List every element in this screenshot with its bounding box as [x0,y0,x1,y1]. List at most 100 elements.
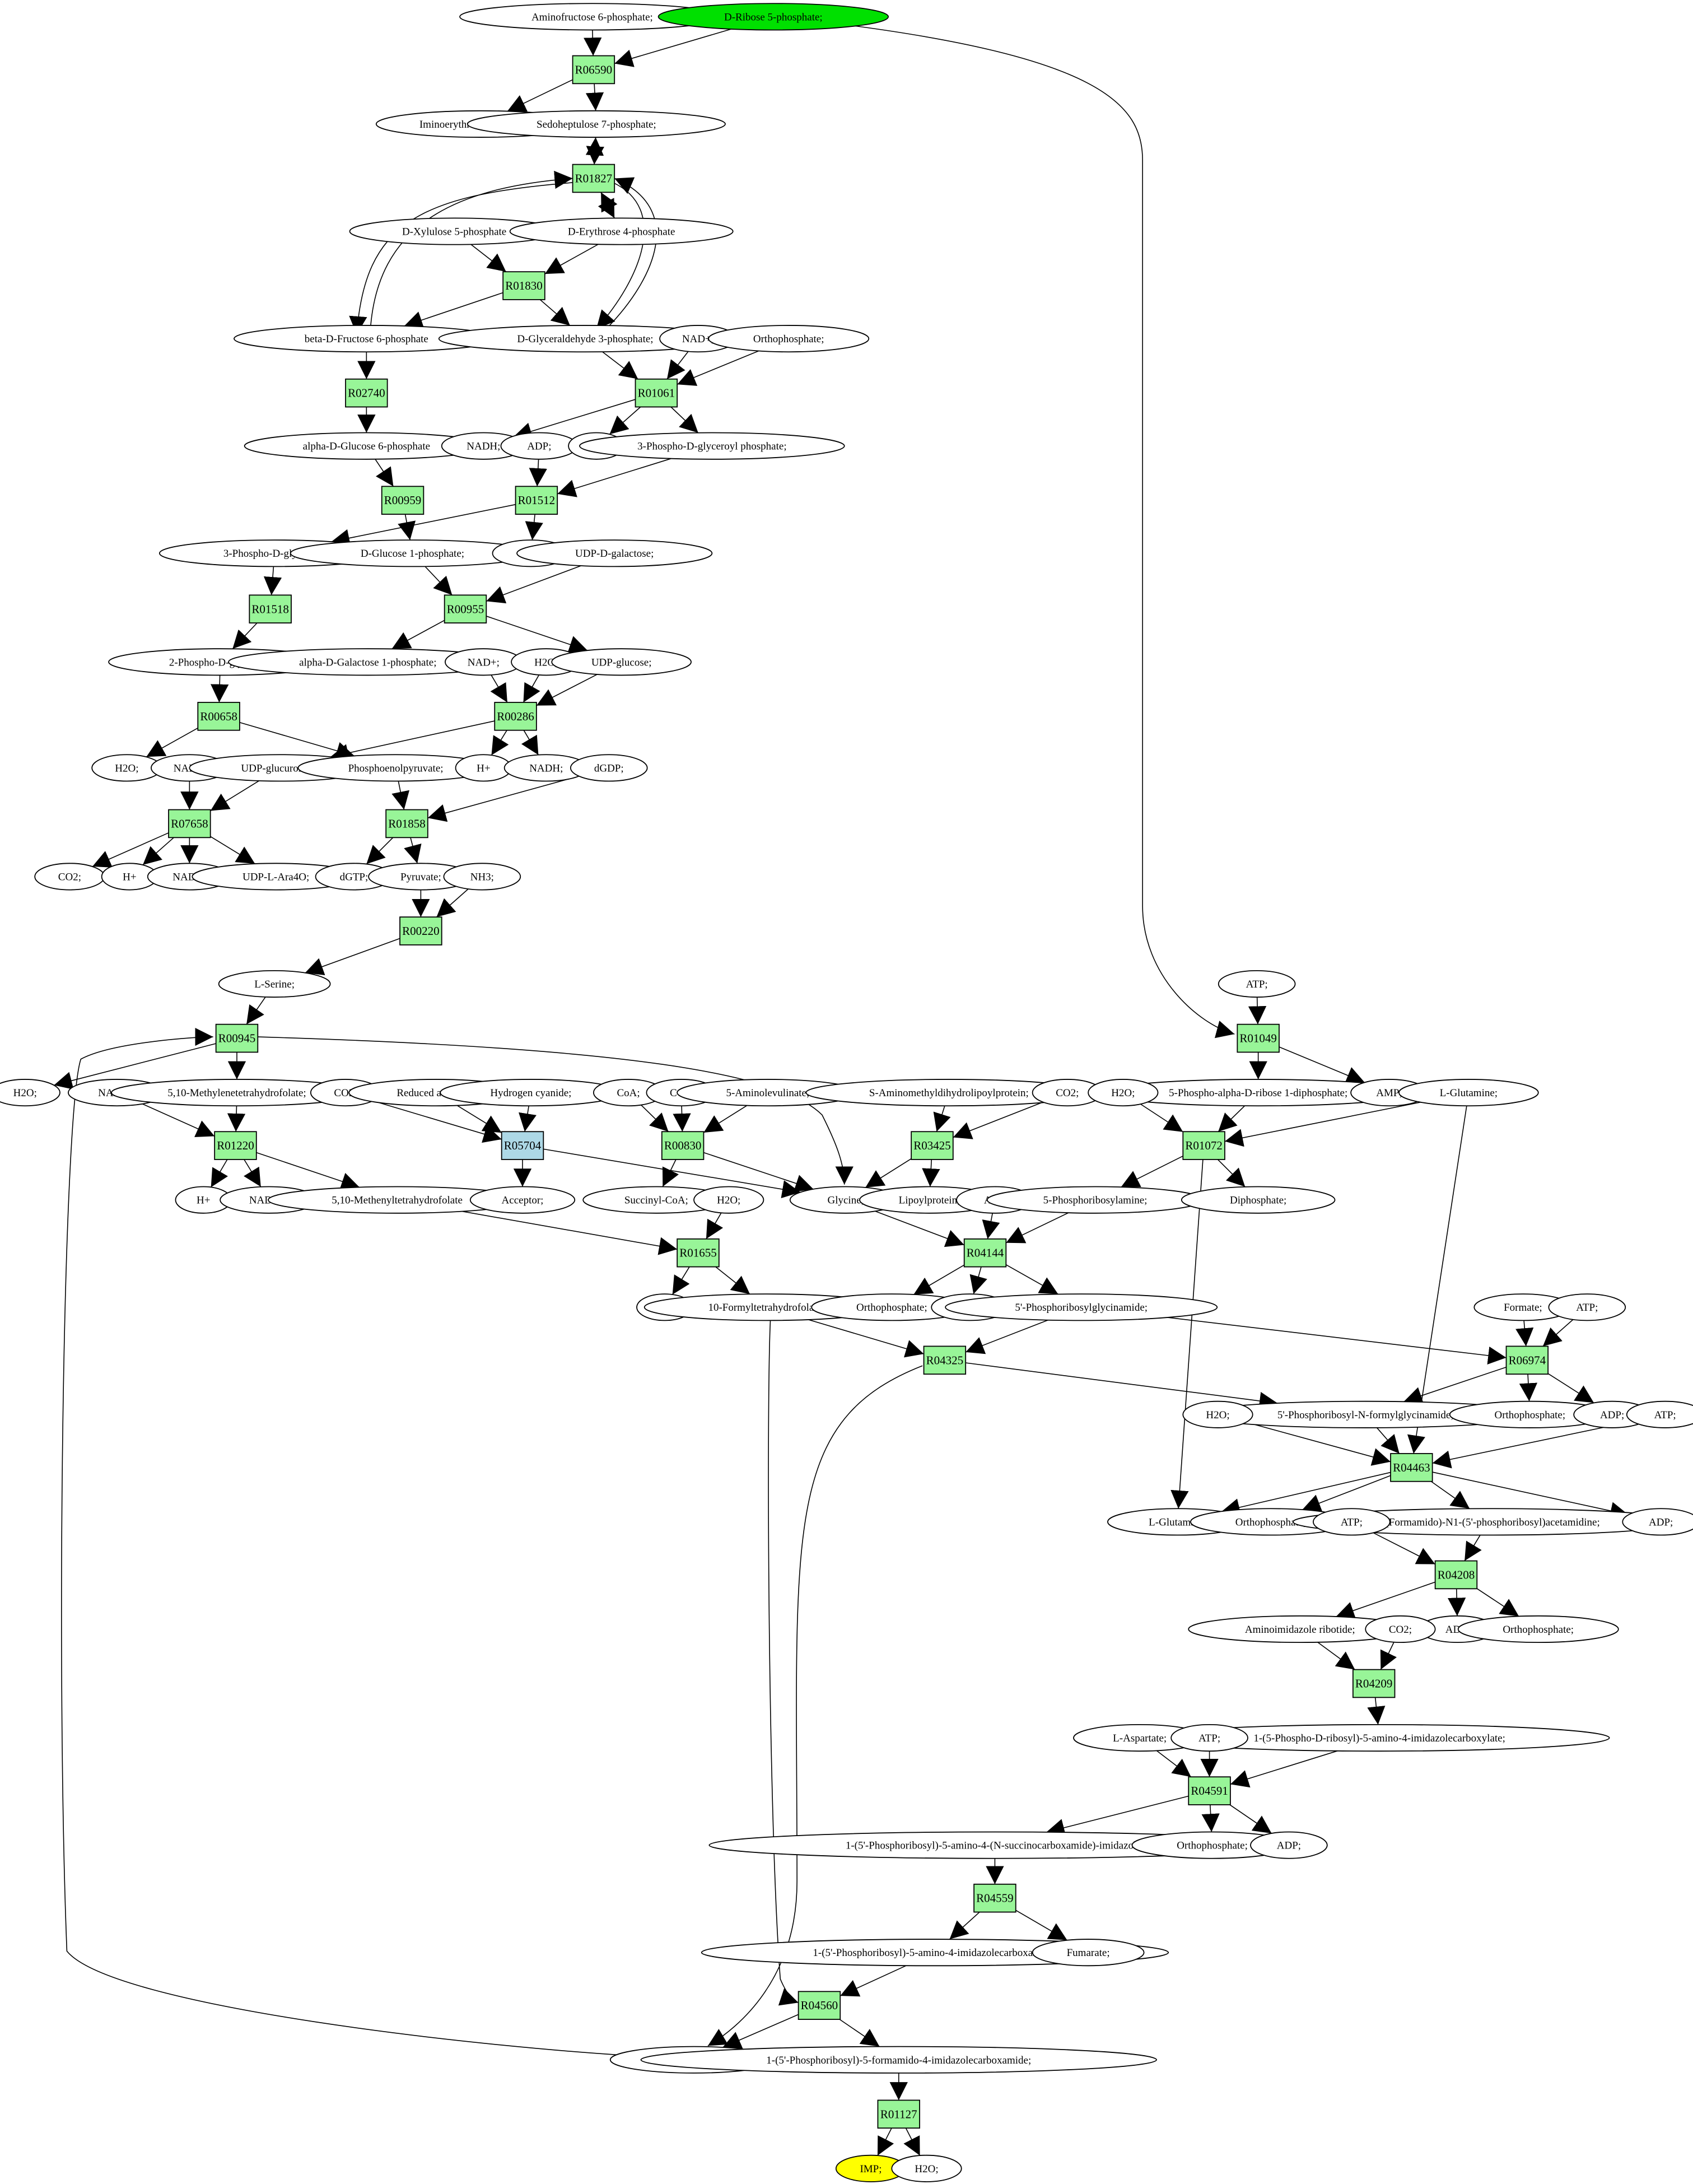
metabolite-node-m55[interactable]: L-Glutamine; [1398,1079,1539,1107]
reaction-node-r23[interactable]: R04144 [963,1238,1007,1268]
reaction-node-r15[interactable]: R00945 [215,1023,259,1053]
metabolite-node-m77[interactable]: H2O; [1182,1400,1253,1428]
metabolite-node-m47[interactable]: CoA; [593,1079,664,1107]
reaction-node-r6[interactable]: R00959 [381,486,425,515]
metabolite-node-m78[interactable]: ATP; [1626,1400,1693,1428]
reaction-node-r25[interactable]: R06974 [1505,1345,1549,1375]
metabolite-node-m66[interactable]: Diphosphate; [1181,1186,1336,1214]
metabolite-node-m15[interactable]: 3-Phospho-D-glyceroyl phosphate; [579,432,845,460]
metabolite-node-m36[interactable]: dGTP; [315,863,393,891]
metabolite-label: Orthophosphate; [753,333,824,345]
reaction-node-r5[interactable]: R01061 [635,378,678,408]
reaction-node-r1[interactable]: R06590 [572,55,615,85]
reaction-node-r18[interactable]: R05704 [501,1131,544,1160]
metabolite-node-m61[interactable]: H2O; [693,1186,764,1214]
reaction-node-r2[interactable]: R01827 [572,164,615,193]
reaction-node-r24[interactable]: R04325 [923,1345,967,1375]
reaction-node-r19[interactable]: R00830 [661,1131,705,1160]
metabolite-node-m89[interactable]: L-Aspartate; [1073,1724,1207,1752]
reaction-node-r27[interactable]: R04208 [1434,1560,1478,1590]
metabolite-label: D-Erythrose 4-phosphate [568,226,675,238]
metabolite-node-m82[interactable]: ADP; [1622,1508,1693,1536]
metabolite-node-m40[interactable]: ATP; [1218,970,1296,998]
reaction-node-r17[interactable]: R01220 [214,1131,257,1160]
metabolite-node-m81[interactable]: 2-(Formamido)-N1-(5'-phosphoribosyl)acet… [1292,1508,1684,1536]
metabolite-label: 2-(Formamido)-N1-(5'-phosphoribosyl)acet… [1377,1516,1600,1528]
edge-r17-to-m56 [211,1159,227,1188]
reaction-node-r11[interactable]: R00286 [494,702,537,731]
metabolite-node-m35[interactable]: UDP-L-Ara4O; [192,863,360,891]
metabolite-node-m84[interactable]: Aminoimidazole ribotide; [1188,1615,1412,1643]
metabolite-node-m46[interactable]: Hydrogen cyanide; [440,1079,622,1107]
metabolite-node-m19[interactable]: UDP-D-galactose; [516,539,713,567]
metabolite-node-m69[interactable]: Orthophosphate; [811,1293,973,1321]
metabolite-node-m52[interactable]: 5-Phospho-alpha-D-ribose 1-diphosphate; [1100,1079,1416,1107]
reaction-node-r7[interactable]: R01512 [515,486,558,515]
metabolite-node-m17[interactable]: D-Glucose 1-phosphate; [290,539,535,567]
reaction-node-r16[interactable]: R01049 [1237,1023,1280,1053]
metabolite-node-m13[interactable]: ADP; [500,432,579,460]
metabolite-node-m90[interactable]: ATP; [1170,1724,1248,1752]
reaction-node-r26[interactable]: R04463 [1390,1453,1433,1482]
metabolite-node-m71[interactable]: 5'-Phosphoribosylglycinamide; [945,1293,1218,1321]
reaction-node-r28[interactable]: R04209 [1352,1669,1396,1698]
metabolite-node-m86[interactable]: Orthophosphate; [1457,1615,1619,1643]
metabolite-node-m9[interactable]: NAD+; [659,325,737,353]
metabolite-node-m37[interactable]: Pyruvate; [368,863,474,891]
reaction-node-r10[interactable]: R00658 [197,702,240,731]
edge-r26-to-m79 [1221,1473,1391,1516]
metabolite-node-m30[interactable]: NADH; [503,754,589,782]
metabolite-node-m50[interactable]: S-Aminomethyldihydrolipoylprotein; [805,1079,1093,1107]
reaction-node-r22[interactable]: R01655 [677,1238,720,1268]
reaction-node-r31[interactable]: R04560 [797,1991,841,2020]
metabolite-node-m54[interactable]: H2O; [1088,1079,1159,1107]
reaction-node-r13[interactable]: R01858 [385,809,428,839]
reaction-node-r20[interactable]: R03425 [911,1131,954,1160]
reaction-node-r3[interactable]: R01830 [502,271,545,300]
metabolite-node-m93[interactable]: ADP; [1250,1831,1328,1859]
reaction-node-r12[interactable]: R07658 [168,809,211,839]
metabolite-node-m24[interactable]: UDP-glucose; [551,648,692,676]
metabolite-node-m99[interactable]: H2O; [891,2154,962,2182]
metabolite-node-m41[interactable]: H2O; [0,1079,60,1107]
metabolite-node-m73[interactable]: ATP; [1548,1293,1626,1321]
metabolite-node-m97[interactable]: 1-(5'-Phosphoribosyl)-5-formamido-4-imid… [640,2046,1157,2074]
metabolite-node-m21[interactable]: alpha-D-Galactose 1-phosphate; [228,648,508,676]
metabolite-node-m6[interactable]: D-Erythrose 4-phosphate [509,217,734,245]
metabolite-node-m31[interactable]: dGDP; [570,754,648,782]
metabolite-node-m2[interactable]: D-Ribose 5-phosphate; [657,3,889,31]
metabolite-node-m59[interactable]: Acceptor; [469,1186,576,1214]
metabolite-node-m39[interactable]: L-Serine; [218,970,331,998]
metabolite-node-m92[interactable]: Orthophosphate; [1131,1831,1293,1859]
reaction-node-r29[interactable]: R04591 [1188,1776,1231,1805]
edge-m28-to-r13 [391,781,410,810]
metabolite-node-m65[interactable]: 5-Phosphoribosylamine; [986,1186,1204,1214]
metabolite-node-m43[interactable]: 5,10-Methylenetetrahydrofolate; [111,1079,363,1107]
metabolite-node-m74[interactable]: 5'-Phosphoribosyl-N-formylglycinamide; [1194,1400,1537,1428]
metabolite-node-m4[interactable]: Sedoheptulose 7-phosphate; [467,110,726,138]
metabolite-node-m38[interactable]: NH3; [443,863,521,891]
reaction-node-r14[interactable]: R00220 [399,916,442,946]
metabolite-node-m32[interactable]: CO2; [34,863,105,891]
reaction-node-r30[interactable]: R04559 [973,1883,1016,1913]
metabolite-label: 1-(5-Phospho-D-ribosyl)-5-amino-4-imidaz… [1253,1733,1505,1744]
metabolite-node-m83[interactable]: ATP; [1313,1508,1391,1536]
metabolite-node-m11[interactable]: alpha-D-Glucose 6-phosphate [244,432,489,460]
metabolite-node-m8[interactable]: D-Glyceraldehyde 3-phosphate; [438,325,733,353]
metabolite-node-m75[interactable]: Orthophosphate; [1449,1400,1611,1428]
edge-r15-to-m41 [54,1044,216,1090]
metabolite-node-m10[interactable]: Orthophosphate; [708,325,870,353]
metabolite-node-m22[interactable]: NAD+; [445,648,523,676]
reaction-node-r32[interactable]: R01127 [877,2099,920,2129]
metabolite-label: ADP; [1600,1409,1624,1421]
reaction-node-r4[interactable]: R02740 [345,378,388,408]
reaction-node-r21[interactable]: R01072 [1182,1131,1225,1160]
reaction-node-r8[interactable]: R01518 [249,594,292,624]
metabolite-node-m95[interactable]: Fumarate; [1032,1939,1145,1967]
metabolite-node-m98[interactable]: IMP; [835,2154,907,2182]
reaction-node-r9[interactable]: R00955 [444,594,487,624]
metabolite-node-m29[interactable]: H+ [455,754,512,782]
metabolite-node-m88[interactable]: 1-(5-Phospho-D-ribosyl)-5-amino-4-imidaz… [1149,1724,1610,1752]
metabolite-node-m80[interactable]: Orthophosphate; [1190,1508,1352,1536]
metabolite-node-m87[interactable]: CO2; [1365,1615,1436,1643]
